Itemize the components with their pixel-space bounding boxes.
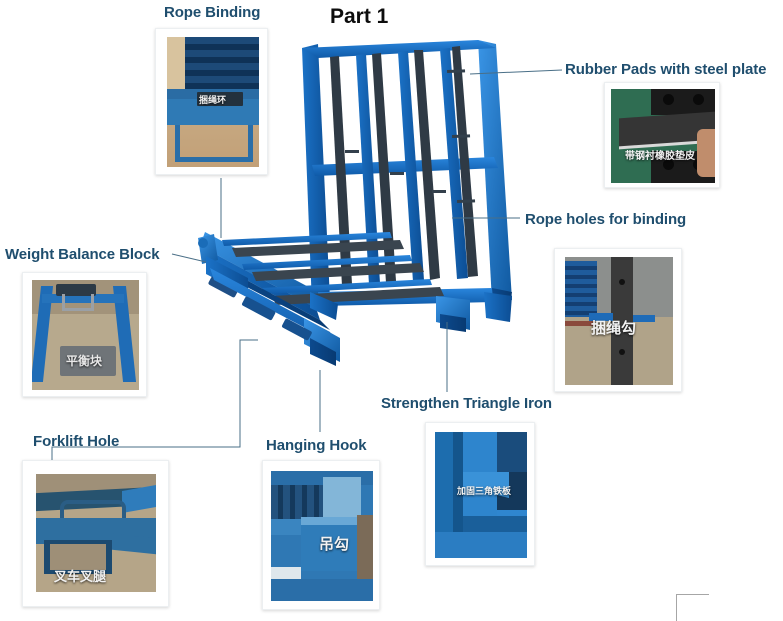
photo-rope-binding[interactable]: 捆绳环 bbox=[155, 28, 268, 175]
photo-hanging-hook[interactable]: 吊勾 bbox=[262, 460, 380, 610]
label-hanging-hook: Hanging Hook bbox=[266, 437, 367, 454]
label-forklift-hole: Forklift Hole bbox=[33, 433, 120, 450]
rack-legs-and-feet bbox=[198, 234, 512, 366]
photo-rope-holes-image: 捆绳勾 bbox=[565, 257, 673, 385]
photo-triangle-iron[interactable]: 加固三角铁板 bbox=[425, 422, 535, 566]
corner-bracket bbox=[676, 594, 709, 621]
photo-triangle-iron-image: 加固三角铁板 bbox=[435, 432, 527, 558]
label-rope-binding: Rope Binding bbox=[164, 4, 261, 21]
photo-hanging-hook-image: 吊勾 bbox=[271, 471, 373, 601]
photo-rubber-pads[interactable]: 带钢衬橡胶垫皮 bbox=[604, 82, 720, 188]
leader-weight-balance bbox=[171, 253, 207, 263]
photo-weight-balance[interactable]: 平衡块 bbox=[22, 272, 147, 397]
rack-base-deck bbox=[200, 232, 512, 330]
page-title: Part 1 bbox=[330, 5, 389, 28]
leader-rubber-pads bbox=[469, 69, 563, 75]
photo-forklift-hole[interactable]: 叉车叉腿 bbox=[22, 460, 169, 607]
photo-weight-balance-image: 平衡块 bbox=[32, 280, 139, 390]
photo-rubber-pads-image: 带钢衬橡胶垫皮 bbox=[611, 89, 715, 183]
label-rope-holes: Rope holes for binding bbox=[525, 211, 687, 228]
label-rubber-pads: Rubber Pads with steel plate bbox=[565, 61, 767, 78]
label-weight-balance: Weight Balance Block bbox=[5, 246, 160, 263]
label-triangle-iron: Strengthen Triangle Iron bbox=[381, 395, 552, 412]
photo-rope-holes[interactable]: 捆绳勾 bbox=[554, 248, 682, 392]
photo-rope-binding-image: 捆绳环 bbox=[167, 37, 259, 167]
photo-forklift-hole-image: 叉车叉腿 bbox=[36, 474, 156, 592]
rack-back-panel bbox=[302, 40, 512, 306]
